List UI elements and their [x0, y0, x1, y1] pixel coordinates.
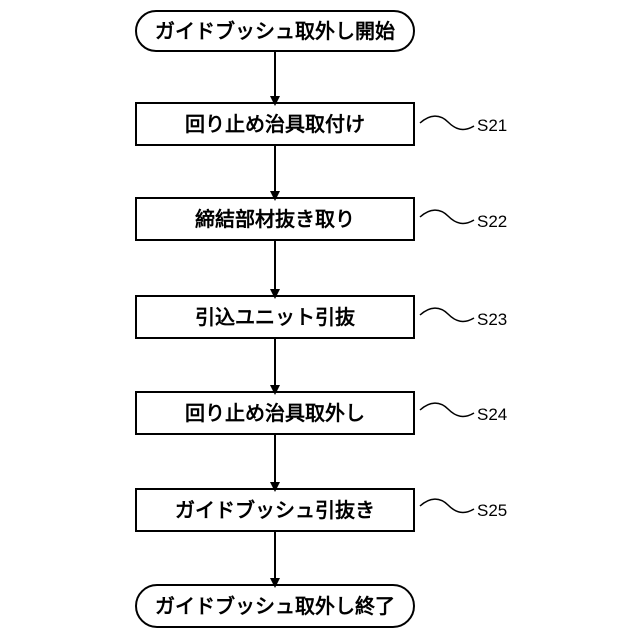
leader-line-s22: [420, 210, 474, 223]
end-terminal-label: ガイドブッシュ取外し終了: [155, 594, 395, 618]
process-step-s25: ガイドブッシュ引抜き S25: [136, 489, 507, 531]
process-step-s21: 回り止め治具取付け S21: [136, 103, 507, 145]
leader-line-s23: [420, 308, 474, 321]
process-label-s23: 引込ユニット引抜: [195, 305, 356, 329]
process-label-s25: ガイドブッシュ引抜き: [175, 498, 375, 522]
start-terminal: ガイドブッシュ取外し開始: [136, 11, 414, 51]
step-number-s25: S25: [477, 501, 507, 520]
process-step-s22: 締結部材抜き取り S22: [136, 198, 507, 240]
step-number-s24: S24: [477, 405, 507, 424]
process-label-s21: 回り止め治具取付け: [185, 112, 365, 136]
leader-line-s25: [420, 499, 474, 512]
leader-line-s24: [420, 403, 474, 416]
process-step-s24: 回り止め治具取外し S24: [136, 392, 507, 434]
step-number-s22: S22: [477, 212, 507, 231]
start-terminal-label: ガイドブッシュ取外し開始: [155, 19, 395, 43]
end-terminal: ガイドブッシュ取外し終了: [136, 585, 414, 627]
process-step-s23: 引込ユニット引抜 S23: [136, 296, 507, 338]
step-number-s21: S21: [477, 116, 507, 135]
leader-line-s21: [420, 116, 474, 129]
process-label-s22: 締結部材抜き取り: [195, 207, 355, 231]
process-label-s24: 回り止め治具取外し: [185, 401, 365, 425]
step-number-s23: S23: [477, 310, 507, 329]
